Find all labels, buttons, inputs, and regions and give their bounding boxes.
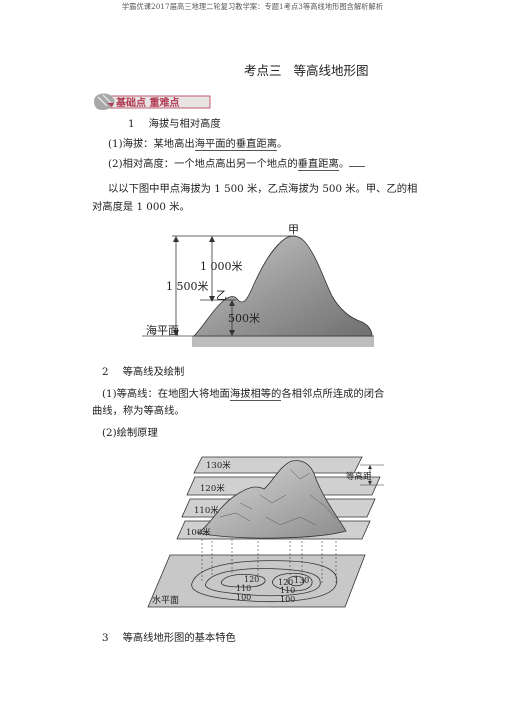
- left-contour-100: 100: [236, 593, 251, 602]
- contour-interval-label: 等高距: [346, 471, 372, 482]
- section2-number: 2: [102, 366, 109, 378]
- underline-blank: [349, 166, 366, 167]
- section3-heading: 3 等高线地形图的基本特色: [102, 630, 236, 646]
- section1-title: 海拔与相对高度: [148, 118, 221, 130]
- section2-title: 等高线及绘制: [122, 366, 185, 378]
- contour-definition-line-1: (1)等高线：在地图大将地面海拔相等的各相邻点所连成的闭合: [102, 386, 384, 402]
- plane-label-100: 100米: [186, 527, 211, 538]
- title-topic-number: 考点三: [244, 63, 282, 78]
- contour-def-suffix: 各相邻点所连成的闭合: [281, 388, 385, 400]
- label-sea-level: 海平面: [146, 323, 179, 337]
- example-line-2: 对高度是 1 000 米。: [92, 201, 190, 213]
- plane-label-130: 130米: [206, 460, 231, 471]
- altitude-end: 。: [277, 138, 288, 150]
- base-contour-120-left: [220, 573, 266, 588]
- relative-height-definition: (2)相对高度：一个地点高出另一个地点的垂直距离。: [108, 156, 366, 172]
- section1-heading: 1 海拔与相对高度: [128, 116, 221, 132]
- example-line-1: 以以下图中甲点海拔为 1 500 米，乙点海拔为 500 米。甲、乙的相: [108, 183, 418, 195]
- base-contour-120-right: [272, 572, 313, 592]
- base-contour-110: [205, 568, 321, 597]
- altitude-definition: (1)海拔：某地高出海平面的垂直距离。: [108, 136, 287, 152]
- base-contour-100: [191, 560, 338, 603]
- relative-height-underlined: 垂直距离: [297, 158, 339, 171]
- contour-principle-diagram: 130米 120米 110米 100米 等高距 水平面 120 110 100 …: [147, 456, 384, 608]
- hill-body: [196, 460, 347, 539]
- page-header: 学霸优课2017届高三地理二轮复习教学案：专题1考点3等高线地形图含解析解析: [121, 2, 384, 11]
- left-contour-110: 110: [236, 584, 251, 593]
- contour-def-underlined: 海拔相等的: [229, 388, 282, 401]
- right-contour-130: 130: [294, 576, 309, 585]
- base-contour-130: [287, 575, 305, 587]
- label-1000: 1 000米: [200, 260, 243, 273]
- mountain-shape: [193, 235, 373, 337]
- section1-number: 1: [128, 118, 135, 130]
- right-contour-120: 120: [278, 578, 293, 587]
- altitude-underlined: 海平面的垂直距离: [194, 138, 278, 151]
- water-level-label: 水平面: [152, 594, 179, 606]
- section3-title: 等高线地形图的基本特色: [122, 632, 236, 644]
- label-yi: 乙: [216, 289, 227, 302]
- elevation-diagram: 甲 乙 1 000米 1 500米 500米 海平面: [142, 223, 374, 347]
- drawing-principle: (2)绘制原理: [102, 427, 158, 439]
- label-500: 500米: [228, 312, 260, 325]
- label-jia: 甲: [288, 223, 299, 236]
- left-contour-120: 120: [244, 575, 259, 584]
- altitude-label: (1)海拔：某地高出: [108, 138, 195, 150]
- badge-graphic: 基础点 重难点: [94, 93, 211, 110]
- plane-label-120: 120米: [200, 483, 225, 494]
- title-topic-name: 等高线地形图: [293, 63, 369, 78]
- section3-number: 3: [102, 632, 109, 644]
- section-title: 考点三等高线地形图: [244, 60, 369, 79]
- key-points-badge: 基础点 重难点: [92, 91, 212, 111]
- label-1500: 1 500米: [166, 280, 209, 293]
- plane-130: [193, 456, 363, 474]
- relative-height-end: 。: [338, 158, 350, 170]
- badge-label: 基础点 重难点: [115, 96, 179, 109]
- contour-def-prefix: (1)等高线：在地图大将地面: [102, 388, 230, 400]
- relative-height-label: (2)相对高度：一个地点高出另一个地点的: [108, 158, 298, 170]
- plane-label-110: 110米: [194, 505, 219, 516]
- contour-definition-line-2: 曲线，称为等高线。: [92, 405, 185, 417]
- ground-band: [192, 336, 374, 347]
- right-contour-100: 100: [280, 595, 295, 604]
- section2-heading: 2 等高线及绘制: [102, 364, 184, 380]
- right-contour-110: 110: [280, 586, 295, 595]
